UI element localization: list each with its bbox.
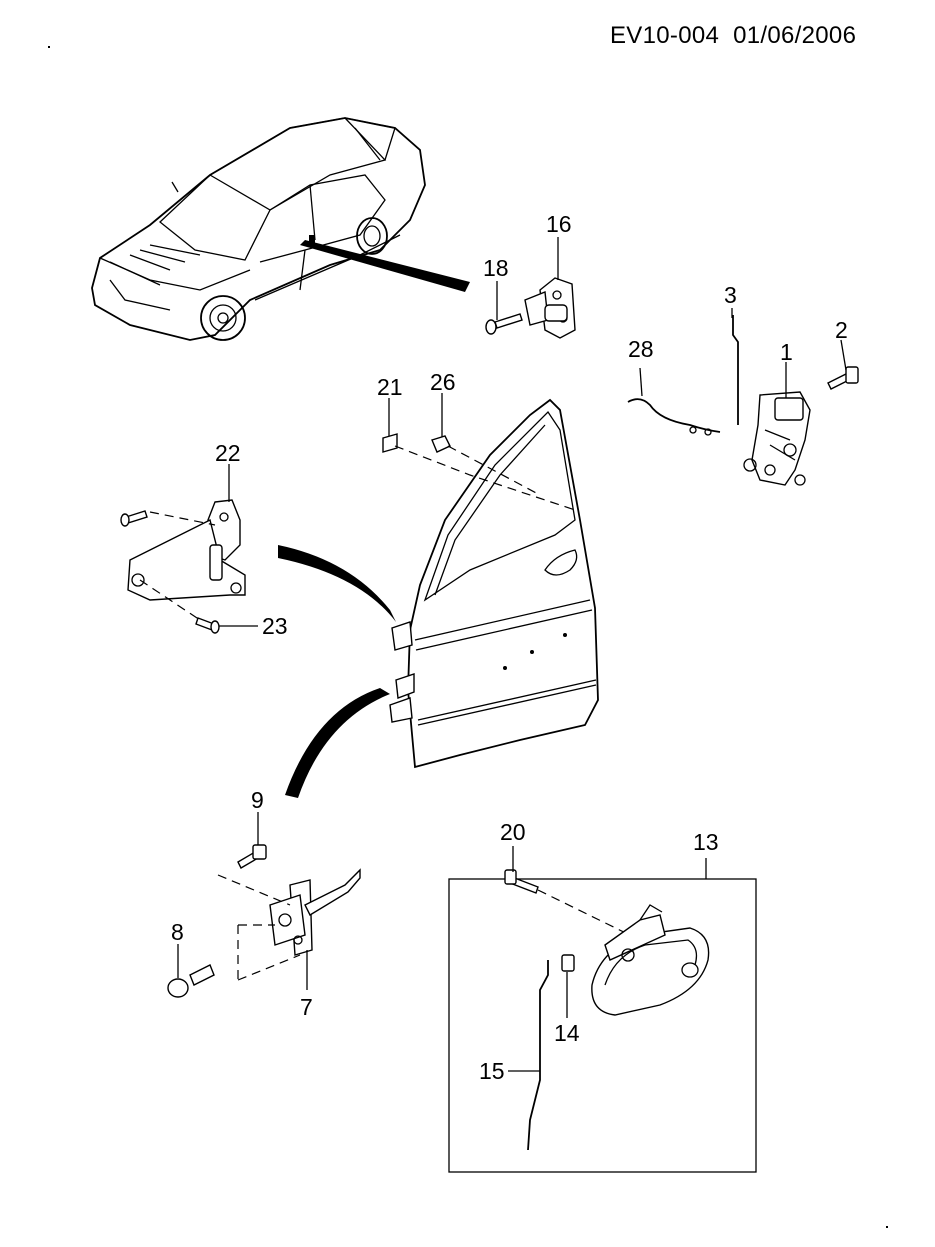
callout-7: 7	[300, 994, 313, 1020]
callout-23: 23	[262, 613, 288, 639]
callout-18: 18	[483, 255, 509, 281]
callout-swoosh	[285, 688, 390, 798]
assembly-guide-line	[237, 924, 301, 981]
lock-rod-part-3	[731, 308, 739, 425]
door-check-part-7	[269, 868, 361, 990]
scan-speck	[48, 46, 50, 48]
callout-8: 8	[171, 919, 184, 945]
callout-22: 22	[215, 440, 241, 466]
callout-21: 21	[377, 374, 403, 400]
car-illustration	[91, 117, 470, 341]
plug-part-21	[382, 398, 398, 453]
callout-13: 13	[693, 829, 719, 855]
doc-date: 01/06/2006	[733, 22, 857, 49]
bolt-part-23-lower	[195, 617, 258, 634]
bolt-part-23-upper	[120, 510, 148, 527]
assembly-guide-line	[149, 511, 216, 526]
clip-part-14	[561, 954, 575, 1018]
assembly-guide-line	[139, 579, 201, 621]
bolt-part-18	[485, 281, 523, 335]
bolt-part-9	[237, 812, 267, 869]
hinge-lower-part-22	[127, 464, 246, 601]
door-latch-part-1	[743, 362, 811, 486]
document-header: EV10-004 01/06/2006	[610, 22, 856, 50]
bolt-part-8	[167, 944, 215, 998]
callout-26: 26	[430, 369, 456, 395]
callout-14: 14	[554, 1020, 580, 1046]
callout-2: 2	[835, 317, 848, 343]
callout-3: 3	[724, 282, 737, 308]
cable-part-28	[627, 367, 721, 436]
callout-15: 15	[479, 1058, 505, 1084]
hinge-upper-part-16	[524, 237, 576, 339]
callout-28: 28	[628, 336, 654, 362]
scan-speck	[886, 1226, 888, 1228]
callout-20: 20	[500, 819, 526, 845]
callout-9: 9	[251, 787, 264, 813]
assembly-guide-line	[394, 445, 576, 511]
bumper-part-26	[431, 393, 451, 453]
callout-1: 1	[780, 339, 793, 365]
outside-handle-part	[591, 904, 710, 1016]
callout-16: 16	[546, 211, 572, 237]
rod-part-15	[508, 960, 549, 1151]
doc-code: EV10-004	[610, 22, 720, 49]
callout-swoosh	[278, 545, 396, 622]
assembly-guide-line	[447, 445, 541, 496]
handle-assembly-box	[448, 878, 757, 1173]
assembly-guide-line	[217, 874, 291, 906]
bolt-part-20	[504, 846, 539, 894]
front-door-illustration	[389, 398, 599, 769]
bolt-part-2	[827, 339, 859, 390]
